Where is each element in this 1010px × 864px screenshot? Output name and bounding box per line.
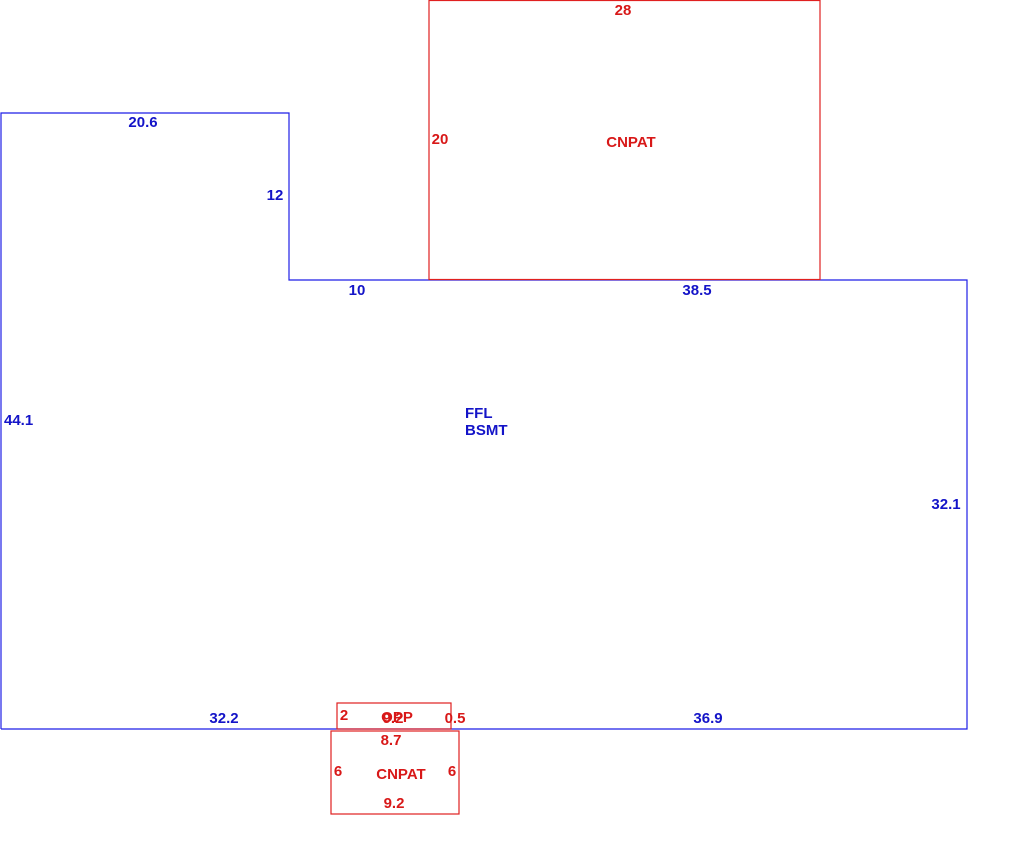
dim-step-top: 10 — [349, 282, 366, 299]
dim-left-step: 12 — [267, 187, 284, 204]
dim-top-right: 38.5 — [682, 282, 711, 299]
opp-dim-bottom: 8.7 — [381, 732, 402, 749]
dim-left: 44.1 — [4, 412, 33, 429]
top-patio-outline — [428, 0, 821, 281]
top-patio-dim-left: 20 — [432, 131, 449, 148]
opp-dim-left: 2 — [340, 707, 348, 724]
bottom-patio-outline — [330, 730, 460, 815]
main-area-label-bsmt: BSMT — [465, 422, 508, 439]
bottom-patio-dim-right: 6 — [448, 763, 456, 780]
opp-outline — [336, 702, 452, 730]
main-area-label-ffl: FFL — [465, 405, 493, 422]
top-patio-label: CNPAT — [606, 134, 655, 151]
dim-right: 32.1 — [931, 496, 960, 513]
top-patio-dim-top: 28 — [615, 2, 632, 19]
bottom-patio-label: CNPAT — [376, 766, 425, 783]
bottom-patio-dim-bottom: 9.2 — [384, 795, 405, 812]
dim-top-left: 20.6 — [128, 114, 157, 131]
opp-label: OPP — [381, 709, 413, 726]
main-area-outline — [0, 112, 968, 730]
bottom-patio-dim-left: 6 — [334, 763, 342, 780]
dim-bottom-right: 36.9 — [693, 710, 722, 727]
opp-dim-right: 0.5 — [445, 710, 466, 727]
opp-dim-overlap: 9.2 — [383, 710, 404, 727]
dim-bottom-left: 32.2 — [209, 710, 238, 727]
